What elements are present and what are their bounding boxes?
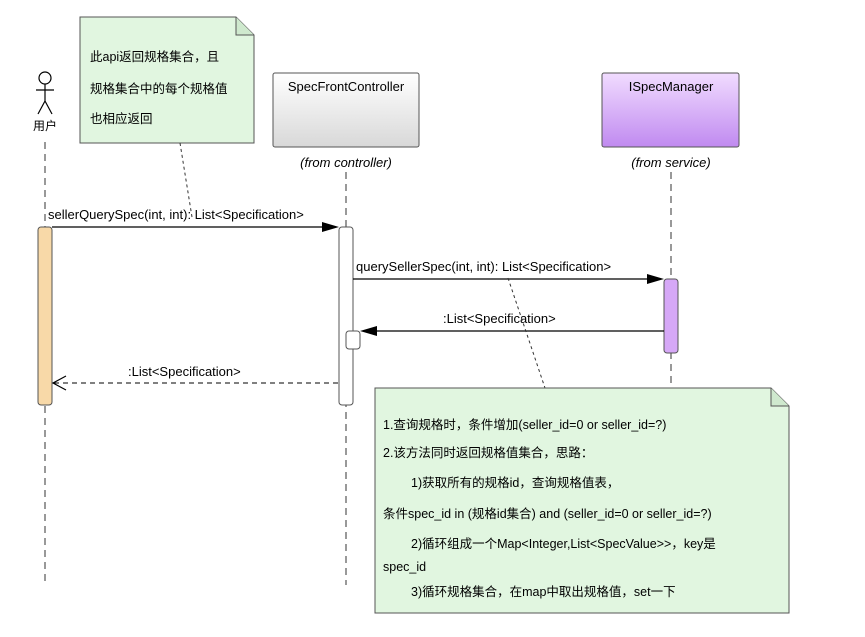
- message-querySellerSpec[interactable]: querySellerSpec(int, int): List<Specific…: [353, 259, 664, 284]
- message-sellerQuerySpec[interactable]: sellerQuerySpec(int, int): List<Specific…: [48, 207, 339, 232]
- top-note-line-2: 规格集合中的每个规格值: [90, 81, 228, 96]
- message-sellerQuerySpec-label: sellerQuerySpec(int, int): List<Specific…: [48, 207, 304, 222]
- manager-lifeline-head[interactable]: ISpecManager: [601, 72, 740, 148]
- top-note-anchor: [179, 142, 193, 218]
- user-actor[interactable]: 用户: [33, 71, 57, 133]
- bottom-note-line-6: spec_id: [383, 560, 426, 574]
- top-note-line-1: 此api返回规格集合，且: [90, 49, 219, 64]
- user-activation: [37, 226, 53, 406]
- bottom-note-line-5: 2)循环组成一个Map<Integer,List<SpecValue>>，key…: [411, 537, 716, 551]
- controller-lifeline-head[interactable]: SpecFrontController: [272, 72, 420, 148]
- message-return-to-user-label: :List<Specification>: [128, 364, 241, 379]
- message-return-to-user[interactable]: :List<Specification>: [51, 364, 339, 391]
- controller-activation: [338, 226, 354, 406]
- bottom-note-line-2: 2.该方法同时返回规格值集合，思路：: [383, 445, 593, 460]
- bottom-note-line-7: 3)循环规格集合，在map中取出规格值，set一下: [411, 584, 676, 599]
- message-return-from-manager-label: :List<Specification>: [443, 311, 556, 326]
- top-note[interactable]: 此api返回规格集合，且 规格集合中的每个规格值 也相应返回: [79, 16, 255, 144]
- top-note-line-3: 也相应返回: [90, 111, 153, 126]
- controller-return-activation: [345, 330, 361, 350]
- manager-activation: [663, 278, 679, 354]
- controller-stereotype: (from controller): [300, 155, 392, 170]
- user-actor-label: 用户: [33, 118, 57, 133]
- message-querySellerSpec-label: querySellerSpec(int, int): List<Specific…: [356, 259, 611, 274]
- bottom-note-line-3: 1)获取所有的规格id，查询规格值表，: [411, 475, 619, 490]
- manager-stereotype: (from service): [631, 155, 710, 170]
- bottom-note[interactable]: 1.查询规格时，条件增加(seller_id=0 or seller_id=?)…: [374, 387, 790, 614]
- bottom-note-line-4: 条件spec_id in (规格id集合) and (seller_id=0 o…: [383, 506, 712, 521]
- controller-name: SpecFrontController: [288, 79, 405, 94]
- actor-head-icon: [38, 71, 52, 85]
- bottom-note-line-1: 1.查询规格时，条件增加(seller_id=0 or seller_id=?): [383, 417, 666, 432]
- message-return-from-manager[interactable]: :List<Specification>: [360, 311, 664, 336]
- manager-name: ISpecManager: [629, 79, 714, 94]
- bottom-note-anchor: [507, 277, 546, 389]
